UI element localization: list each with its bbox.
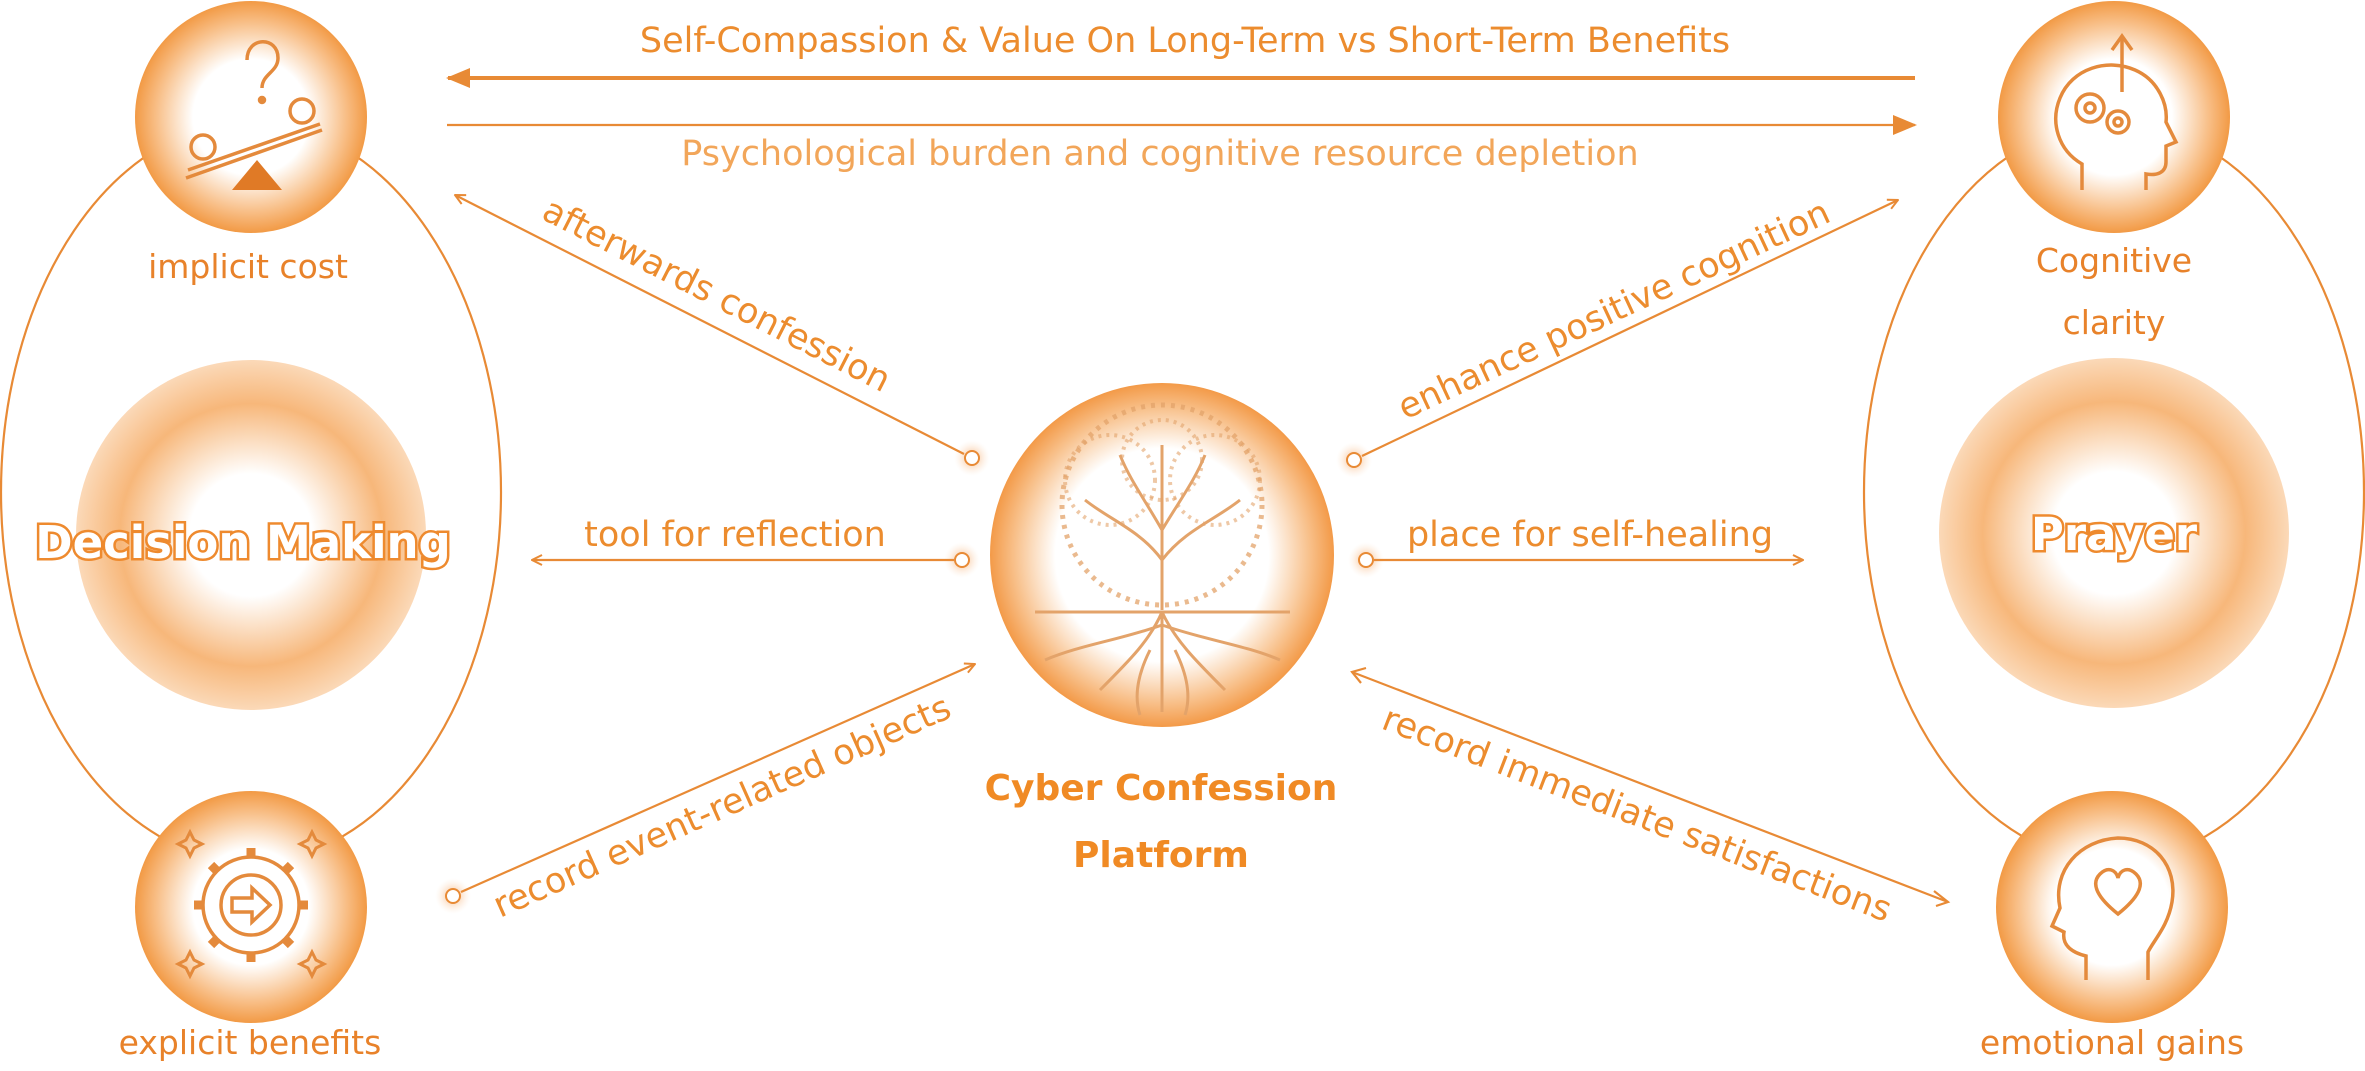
implicit-cost-circle [135, 1, 367, 233]
prayer-title: Prayer [2031, 508, 2198, 561]
cognitive-clarity-node [1998, 1, 2230, 233]
connector-dot-core [1358, 552, 1374, 568]
cognitive-clarity-label-line1: Cognitive [2036, 241, 2192, 280]
arrowhead-to-emotional-gains [1933, 890, 1951, 908]
center-label-line2: Platform [1073, 835, 1249, 876]
balance-question-icon [185, 40, 323, 190]
burden-label: Psychological burden and cognitive resou… [681, 134, 1638, 174]
connector-tool-for-reflection: tool for reflection [532, 515, 980, 578]
connector-place-for-self-healing: place for self-healing [1348, 515, 1803, 578]
afterwards-confession-label: afterwards confession [536, 190, 897, 400]
connector-dot-core [1346, 452, 1362, 468]
arrowhead-to-center [1350, 666, 1367, 684]
connector-record-immediate-satisfactions: record immediate satisfactions [1350, 666, 1951, 931]
tree-of-life-icon [1035, 402, 1290, 716]
cognitive-clarity-circle [1998, 1, 2230, 233]
cognitive-clarity-label-line2: clarity [2063, 303, 2166, 342]
gear-arrow-icon [174, 828, 328, 980]
record-event-objects-arrow [460, 664, 975, 894]
right-cluster: Prayer Cognitive clarity emotiona [1862, 1, 2365, 1062]
prayer-glow [1939, 358, 2289, 708]
connector-dot-core [964, 450, 980, 466]
explicit-benefits-circle [135, 791, 367, 1023]
connector-dot-core [954, 552, 970, 568]
head-heart-icon [2049, 836, 2175, 980]
connector-afterwards-confession: afterwards confession [455, 190, 990, 476]
connector-record-event-objects: record event-related objects [435, 664, 975, 926]
top-arrows: Self-Compassion & Value On Long-Term vs … [446, 21, 1917, 174]
explicit-benefits-label: explicit benefits [119, 1023, 382, 1062]
left-cluster: Decision Making implicit cost [0, 1, 503, 1062]
decision-making-title: Decision Making [35, 516, 451, 569]
enhance-positive-cognition-label: enhance positive cognition [1392, 193, 1836, 429]
record-event-objects-label: record event-related objects [487, 688, 957, 926]
emotional-gains-label: emotional gains [1980, 1023, 2244, 1062]
record-immediate-satisfactions-line [1351, 670, 1949, 904]
connector-enhance-positive-cognition: enhance positive cognition [1336, 193, 1898, 478]
head-gears-icon [2054, 32, 2179, 190]
long-term-label: Self-Compassion & Value On Long-Term vs … [640, 21, 1730, 61]
implicit-cost-node [135, 1, 367, 233]
place-for-self-healing-label: place for self-healing [1407, 515, 1773, 555]
enhance-positive-cognition-arrow [1361, 200, 1898, 457]
implicit-cost-label: implicit cost [148, 247, 348, 286]
record-immediate-satisfactions-label: record immediate satisfactions [1377, 699, 1897, 931]
tool-for-reflection-label: tool for reflection [584, 515, 886, 555]
explicit-benefits-node [135, 791, 367, 1023]
afterwards-confession-arrow [455, 195, 965, 455]
decision-glow [76, 360, 426, 710]
center-label-line1: Cyber Confession [985, 768, 1338, 809]
center-platform: Cyber Confession Platform [985, 383, 1338, 876]
emotional-gains-node [1996, 791, 2228, 1023]
connector-dot-core [445, 888, 461, 904]
